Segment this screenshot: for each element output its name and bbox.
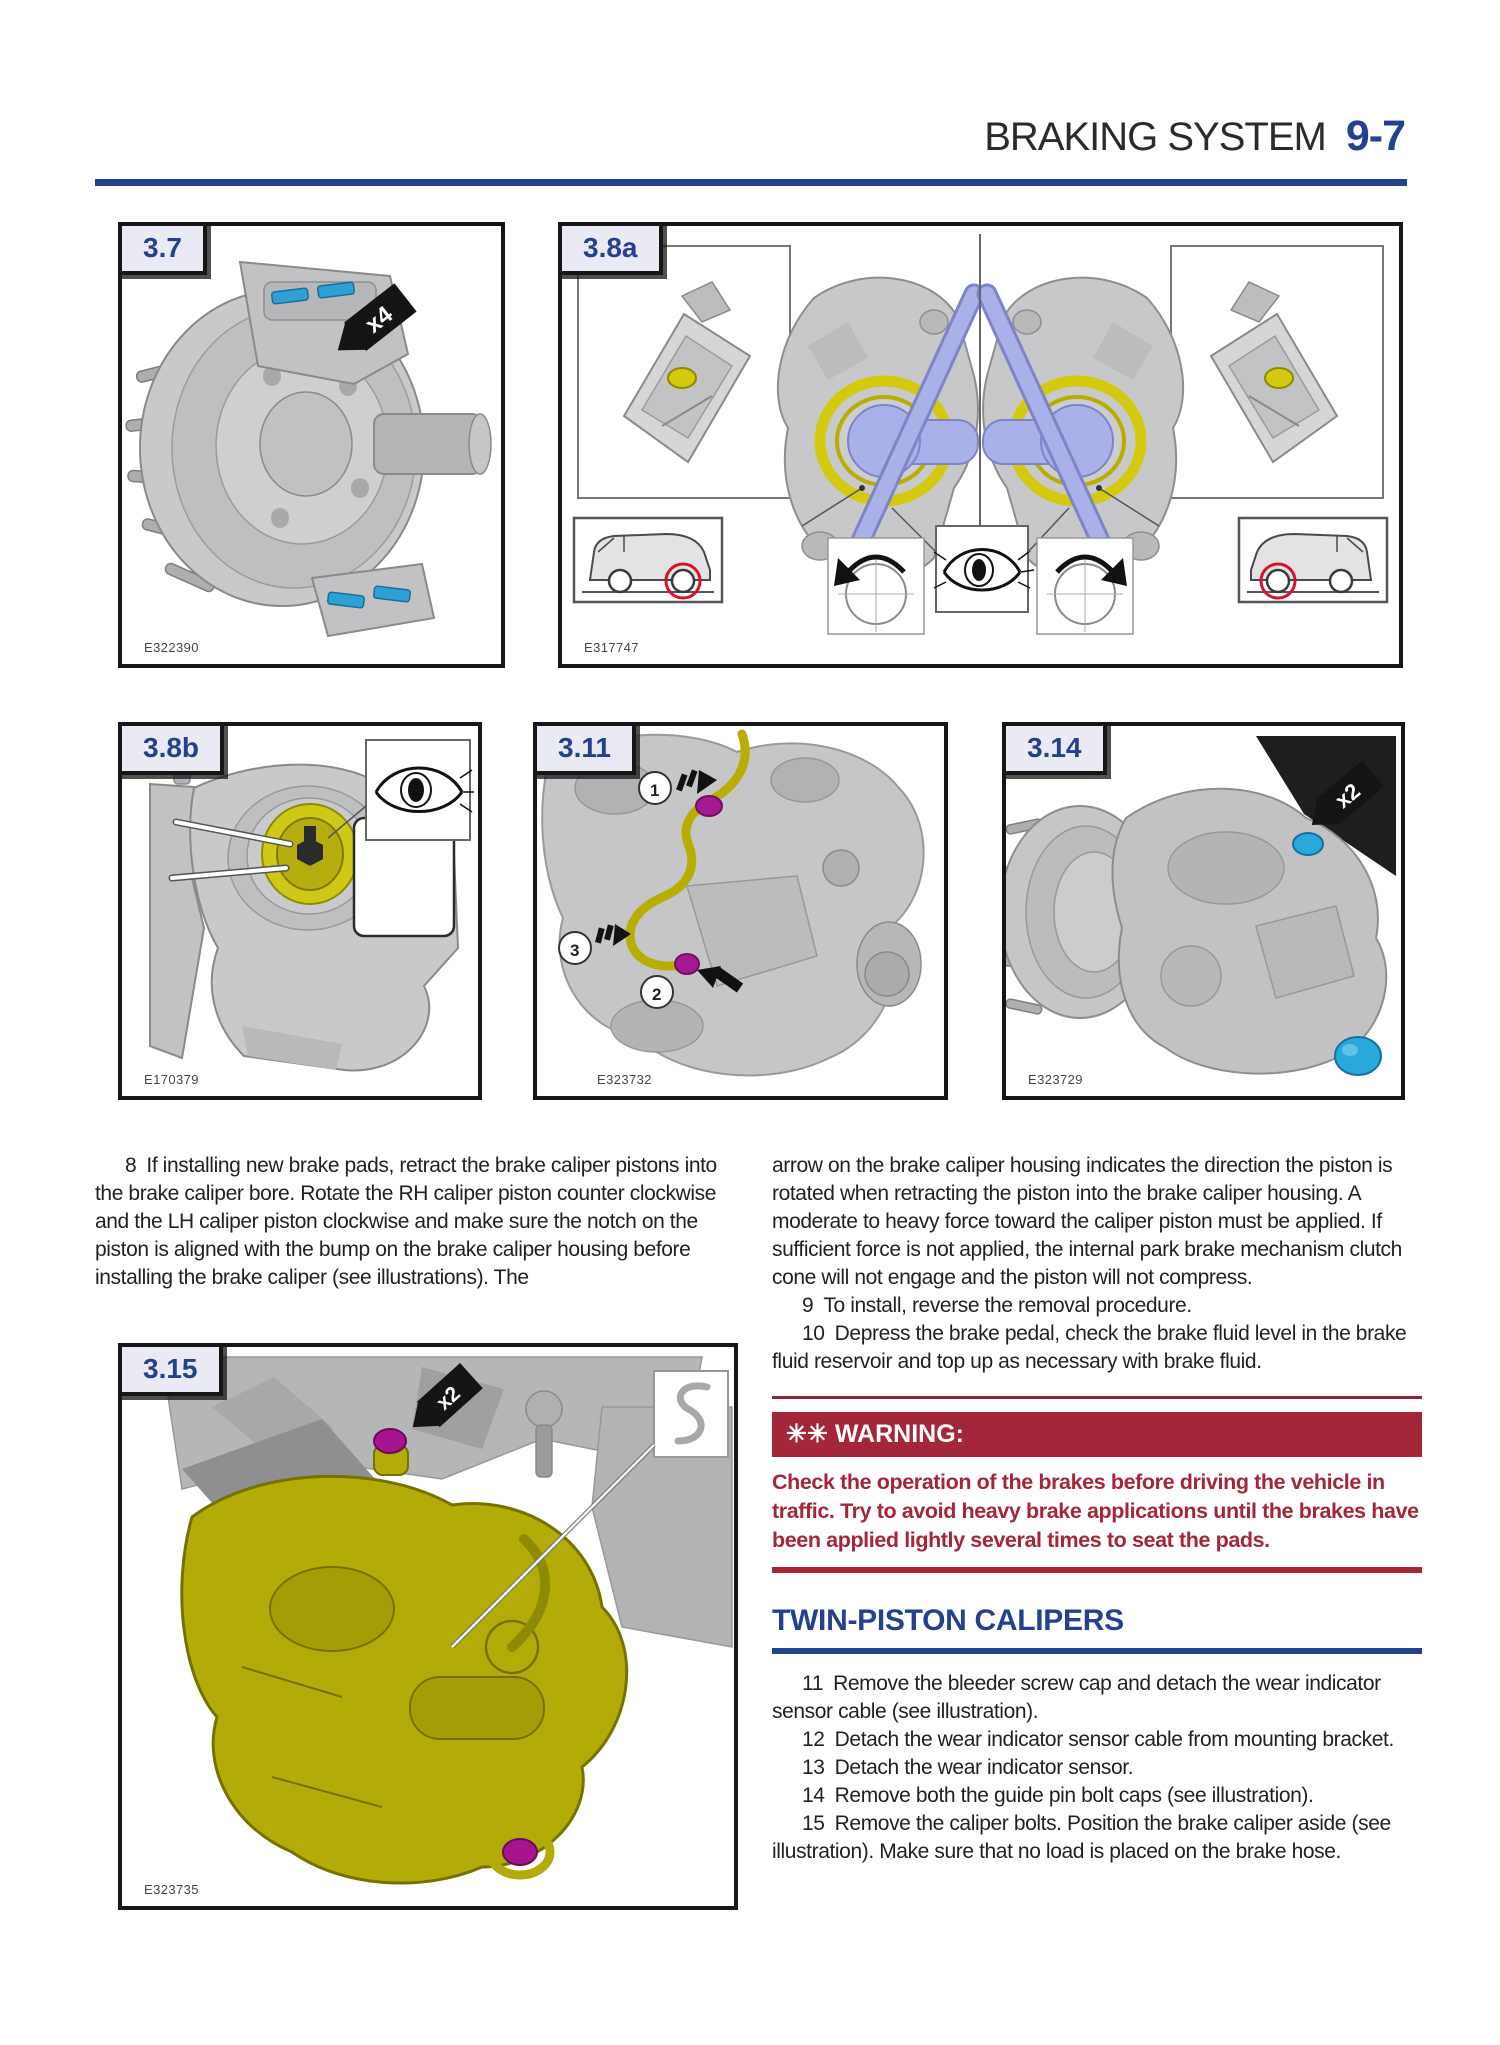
step-9-text: 9 To install, reverse the removal proced…	[802, 1294, 1192, 1317]
callout-2: 2	[640, 966, 744, 1009]
guide-pin-cap-highlight	[1334, 1036, 1382, 1076]
figure-3-8b: 3.8b	[118, 722, 482, 1100]
step-10-text: 10 Depress the brake pedal, check the br…	[772, 1322, 1407, 1373]
multiplier-flag-icon: x2	[412, 1363, 483, 1428]
caliper-inset-detail	[577, 245, 791, 499]
wear-sensor-cable-illustration: 1 3 2	[541, 729, 925, 1077]
procedure-steps: 11 Remove the bleeder screw cap and deta…	[772, 1670, 1422, 1866]
page-title: BRAKING SYSTEM	[984, 115, 1327, 159]
guide-pin-caps-illustration: x2	[1006, 736, 1396, 1076]
figure-code: E170379	[144, 1072, 199, 1087]
figure-label: 3.11	[533, 722, 636, 775]
leader-line	[327, 805, 367, 839]
bleeder-cap-highlight	[373, 1428, 407, 1454]
caliper-piston-retract-illustration	[572, 234, 1389, 664]
page-header: BRAKING SYSTEM 9-7	[984, 112, 1406, 161]
section-heading: TWIN-PISTON CALIPERS	[772, 1606, 1422, 1654]
figure-label: 3.14	[1002, 722, 1107, 775]
caliper-bleeder-cap-illustration: x2	[161, 1356, 733, 1885]
figure-3-8a: 3.8a	[558, 222, 1403, 668]
callout-number: 2	[652, 985, 661, 1004]
figure-3-11: 3.11 1	[533, 722, 948, 1100]
leader-line	[450, 1443, 656, 1649]
callout-1: 1	[638, 769, 717, 805]
multiplier-flag-icon: x2	[1311, 760, 1385, 826]
eye-icon	[365, 739, 474, 841]
figure-3-7: 3.7	[118, 222, 505, 668]
figure-label: 3.7	[118, 222, 207, 275]
caliper-piston-notch-illustration	[149, 739, 474, 1072]
leader-line-right	[1027, 507, 1070, 553]
warning-top-rule	[772, 1396, 1422, 1399]
warning-title: ✳✳ WARNING:	[772, 1412, 1422, 1457]
brake-disc-illustration: x4	[125, 260, 492, 638]
step-8-text: 8 If installing new brake pads, retract …	[95, 1154, 717, 1289]
warning-bottom-rule	[772, 1567, 1422, 1573]
left-text-column: 8 If installing new brake pads, retract …	[95, 1152, 747, 1292]
bleeder-cap-highlight	[485, 1824, 555, 1880]
caliper-background	[541, 733, 925, 1077]
step-11-text: 11 Remove the bleeder screw cap and deta…	[772, 1672, 1381, 1723]
leader-line-left	[891, 507, 937, 553]
cable-fitting-highlight	[695, 795, 723, 817]
brake-disc-hub	[139, 260, 492, 638]
eye-icon	[933, 525, 1035, 613]
figure-label: 3.8b	[118, 722, 225, 775]
step-8-continuation: arrow on the brake caliper housing indic…	[772, 1154, 1402, 1289]
figure-code: E317747	[584, 640, 639, 655]
caliper-body	[1111, 787, 1388, 1075]
warning-body: Check the operation of the brakes before…	[772, 1470, 1419, 1552]
callout-number: 1	[650, 781, 659, 800]
step-13-text: 13 Detach the wear indicator sensor.	[802, 1756, 1134, 1779]
rotation-direction-icon	[827, 537, 925, 635]
s-hook-icon	[653, 1370, 729, 1458]
figure-code: E322390	[144, 640, 199, 655]
piston-highlight	[261, 803, 359, 905]
callout-3: 3	[558, 924, 631, 965]
wheel-highlight-circle	[664, 562, 702, 600]
pointer-lines	[168, 818, 294, 882]
figure-3-15: 3.15	[118, 1343, 738, 1910]
caliper-with-pry-bar	[776, 276, 985, 582]
pad-clip-highlights	[270, 281, 412, 609]
figure-code: E323735	[144, 1882, 199, 1897]
right-text-column: arrow on the brake caliper housing indic…	[772, 1152, 1422, 1866]
brake-pipe-highlight	[625, 729, 750, 975]
caliper-highlight-yellow	[180, 1444, 629, 1885]
figure-code: E323729	[1028, 1072, 1083, 1087]
step-12-text: 12 Detach the wear indicator sensor cabl…	[802, 1728, 1394, 1751]
header-rule	[95, 179, 1407, 186]
figure-code: E323732	[597, 1072, 652, 1087]
callout-number: 3	[570, 941, 579, 960]
page-number: 9-7	[1345, 112, 1406, 160]
figure-3-14: 3.14	[1002, 722, 1405, 1100]
cable-fitting-highlight	[674, 953, 700, 975]
guide-pin-cap-highlight	[1292, 832, 1324, 856]
figure-label: 3.8a	[558, 222, 663, 275]
step-14-text: 14 Remove both the guide pin bolt caps (…	[802, 1784, 1314, 1807]
van-icon	[572, 516, 724, 604]
step-15-text: 15 Remove the caliper bolts. Position th…	[772, 1812, 1391, 1863]
figure-label: 3.15	[118, 1343, 223, 1396]
